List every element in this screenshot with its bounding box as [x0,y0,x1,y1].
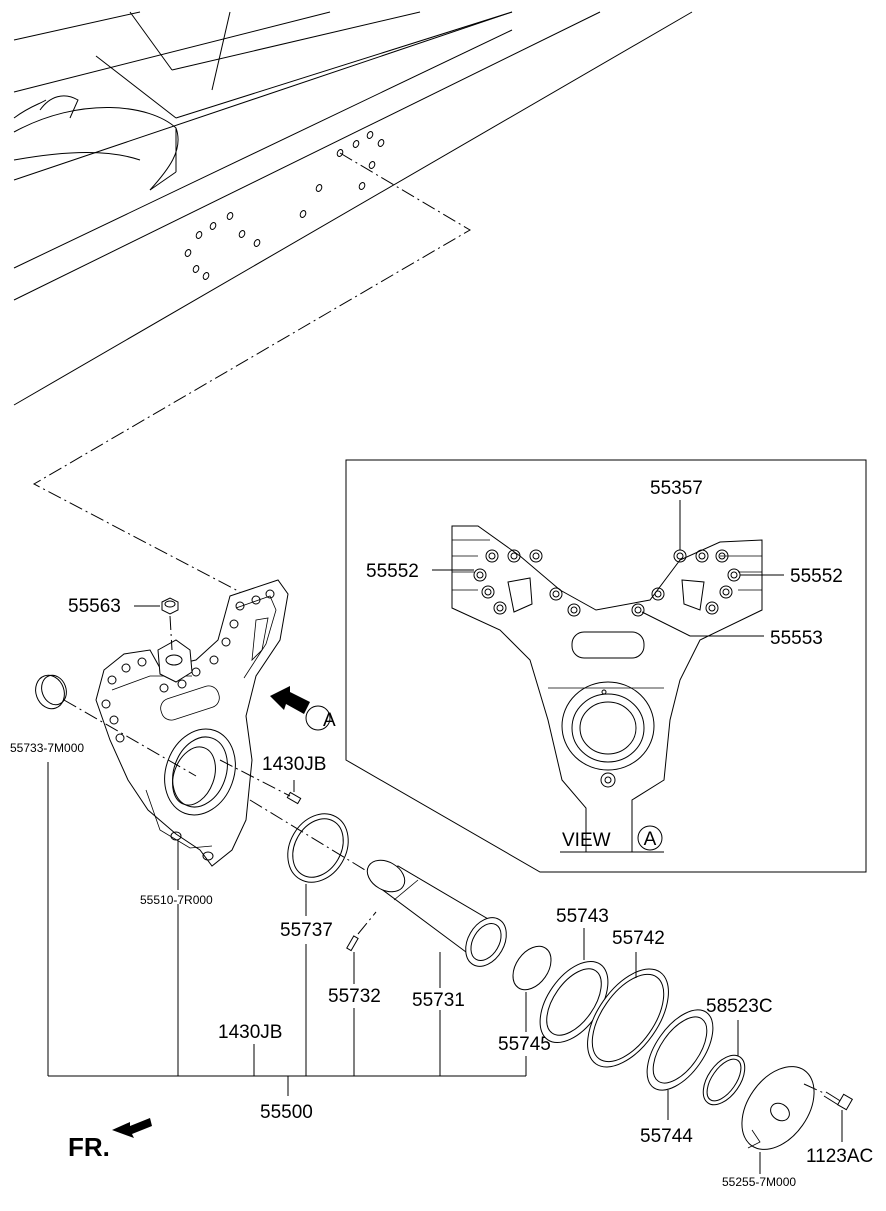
label-55732: 55732 [328,986,381,1007]
bolt-holes [473,549,741,617]
knuckle-assembly [95,579,289,867]
projection-line [32,152,471,593]
label-55742: 55742 [612,928,665,949]
bolt-1123ac [803,1083,854,1111]
snap-ring-55737 [287,813,349,883]
label-58523c: 58523C [706,996,773,1017]
bearing-sleeve-55731 [366,859,507,967]
label-55255-7m000: 55255-7M000 [722,1175,796,1189]
cap-55733 [35,674,197,777]
front-label: FR. [68,1132,110,1162]
view-label-letter: A [644,829,657,850]
disc-55745 [512,945,552,991]
label-55553: 55553 [770,628,823,649]
label-55563: 55563 [68,596,121,617]
label-1123ac: 1123AC [806,1146,873,1167]
shield-55742 [587,968,669,1068]
snap-ring-58523c [702,1054,746,1106]
label-55737: 55737 [280,920,333,941]
label-55552-right: 55552 [790,566,843,587]
plate-55744 [646,1009,714,1091]
label-55745: 55745 [498,1034,551,1055]
nut-55563 [161,597,179,651]
arrow-letter: A [323,710,336,731]
view-label-text: VIEW [562,830,611,851]
mounting-hole-pattern [184,131,385,280]
label-55552-left: 55552 [366,561,419,582]
plate-55743 [539,960,609,1044]
view-a-inset [345,459,867,873]
assembly-bracket-55500 [47,762,527,1096]
label-55500: 55500 [260,1102,313,1123]
pin-1430jb [219,759,302,805]
label-1430jb-top: 1430JB [262,754,326,775]
label-55357: 55357 [650,478,703,499]
label-55743: 55743 [556,906,609,927]
label-55733-7m000: 55733-7M000 [10,741,84,755]
hub-cap-55255 [741,1066,815,1150]
label-55510-7r000: 55510-7R000 [140,893,213,907]
pin-55732 [346,911,377,952]
label-1430jb-bottom: 1430JB [218,1022,282,1043]
view-label-circle [637,825,663,851]
vehicle-body-sketch [13,11,693,406]
front-arrow-icon [112,1118,152,1138]
label-55731: 55731 [412,990,465,1011]
view-direction-arrow [270,686,331,731]
label-55744: 55744 [640,1126,693,1147]
